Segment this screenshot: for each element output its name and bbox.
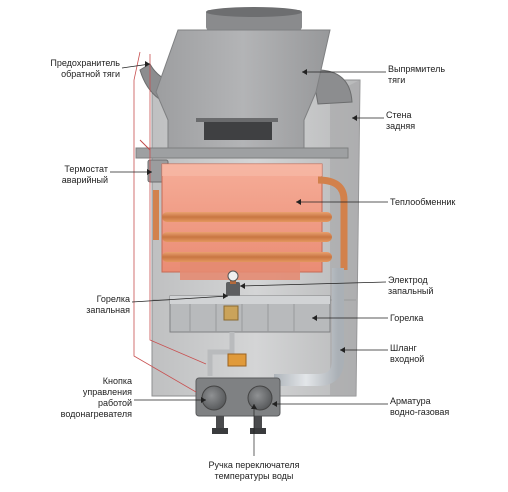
label-back-wall: Стена задняя <box>386 110 416 131</box>
label-pilot-burner: Горелка запальная <box>86 294 130 315</box>
label-control-knob: Кнопка управления работой водонагревател… <box>60 376 132 419</box>
label-draft-fuse: Предохранитель обратной тяги <box>50 58 120 79</box>
gas-pipe <box>207 332 247 376</box>
main-burner <box>169 295 331 333</box>
leader-arrowheads <box>145 61 357 409</box>
label-inlet-hose: Шланг входной <box>390 343 425 364</box>
label-flue-rectifier: Выпрямитель тяги <box>388 64 446 85</box>
label-gas-water-valve: Арматура водно-газовая <box>390 396 450 417</box>
temperature-switch-knob[interactable] <box>247 385 273 411</box>
inlet-hose <box>274 268 344 386</box>
flue-rectifier-hood <box>135 7 349 159</box>
label-burner: Горелка <box>390 313 424 323</box>
label-ignition-electrode: Электрод запальный <box>388 275 434 296</box>
leader-lines <box>110 63 388 456</box>
label-emergency-thermostat: Термостат аварийный <box>61 164 108 185</box>
label-heat-exchanger: Теплообменник <box>390 197 456 207</box>
copper-pipes <box>153 176 348 270</box>
label-temperature-switch-knob: Ручка переключателя температуры воды <box>208 460 300 481</box>
control-knob[interactable] <box>201 385 227 411</box>
